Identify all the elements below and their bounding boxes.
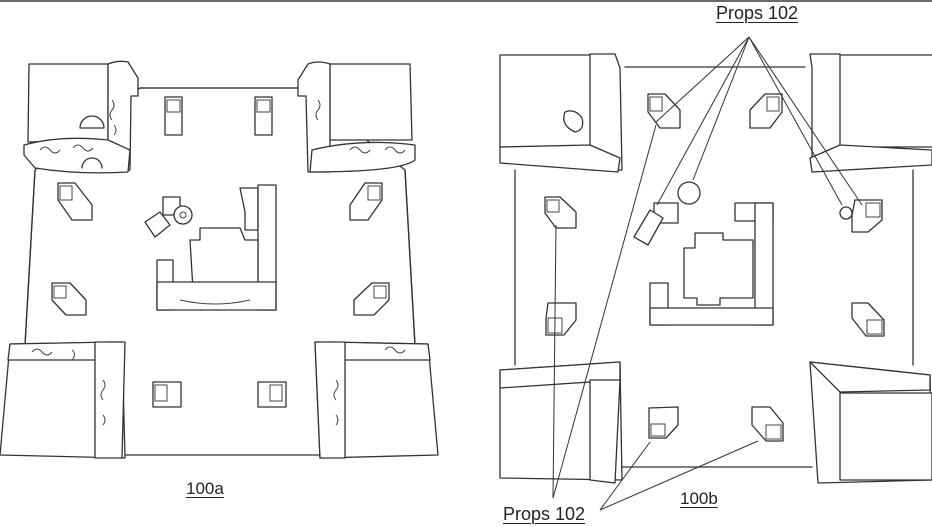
floor-right-edge [404,169,416,346]
central-sectional [649,202,774,326]
central-sectional [156,184,277,311]
couch-top-left [23,60,139,174]
figure-label-100a: 100a [186,479,224,498]
props-label-top: Props 102 [716,3,799,23]
couch-bottom-left [499,361,623,484]
couch-top-right [809,53,932,173]
panel-100a [0,60,439,459]
cushion [563,110,584,133]
floor-left-edge [24,169,36,346]
speaker-box [51,182,390,408]
couch-bottom-right [809,361,932,484]
props-label-bottom: Props 102 [503,504,586,524]
couch-bottom-left [0,341,126,459]
chair [164,96,273,136]
panel-100b [499,36,932,511]
prop-box [544,93,885,442]
couch-top-right [297,61,416,173]
cushion [79,115,105,129]
props-cluster [144,196,193,238]
couch-bottom-right [314,341,439,459]
couch-top-left [499,53,623,173]
annotation-arrows-top [655,36,863,206]
annotation-arrows-bottom [552,124,759,511]
figure-label-100b: 100b [680,489,718,508]
pillow [81,157,103,169]
top-border [0,0,932,2]
